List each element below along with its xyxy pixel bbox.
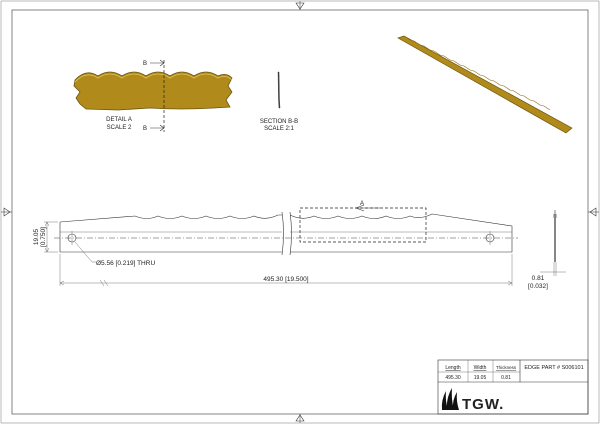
detail-a-edge-highlight (74, 73, 233, 83)
length-arrow-right (507, 280, 513, 286)
isometric-view (397, 35, 573, 134)
break-mark-right (289, 211, 292, 256)
detail-a-scale: SCALE 2 (107, 125, 132, 131)
logo-text: TGW. (462, 396, 504, 413)
section-b-b-view: SECTION B-B SCALE 2:1 (260, 71, 298, 132)
view-label-a: A (360, 201, 364, 207)
front-view-outline-left (59, 214, 282, 253)
tb-value-length: 495.30 (445, 375, 461, 381)
length-dim: 495.30 [19.500] (263, 276, 308, 283)
tb-header-length: Length (445, 365, 461, 371)
height-dim-mm: 19.05 (33, 228, 40, 245)
title-block-frame (437, 359, 589, 415)
cut-letter-top: B (143, 61, 147, 67)
length-arrow-left (59, 280, 65, 286)
section-hatch-2 (278, 83, 280, 87)
iso-blade-teeth (403, 35, 551, 111)
cut-arrow-top (150, 59, 165, 67)
tgw-logo: TGW. (441, 388, 504, 413)
section-scale: SCALE 2:1 (264, 126, 294, 132)
tb-header-width: Width (474, 365, 487, 371)
detail-a-blade (73, 71, 233, 111)
break-mark-left (281, 211, 284, 256)
section-hatch-3 (278, 91, 280, 95)
length-break (99, 279, 109, 287)
dimensions: 19.05 [0.750] Ø5.56 [0.219] THRU 495.30 … (33, 209, 566, 290)
detail-a-boundary (299, 207, 427, 243)
tb-value-width: 19.05 (474, 375, 487, 381)
front-view-outline-right (289, 213, 513, 253)
section-label: SECTION B-B (260, 119, 298, 125)
title-block: Length Width Thickness 495.30 19.05 0.81… (437, 359, 589, 415)
tb-value-thickness: 0.81 (501, 375, 511, 381)
cut-arrow-bottom (150, 124, 165, 132)
tb-header-thickness: Thickness (496, 365, 517, 370)
height-arrow-bottom (44, 247, 50, 253)
cut-letter-bottom: B (143, 126, 147, 132)
logo-flame-1 (441, 391, 448, 410)
view-arrow-a (355, 204, 380, 212)
tb-part-number: EDGE PART # S006101 (524, 365, 583, 371)
logo-flame-3 (452, 392, 459, 410)
detail-a-view: B B DETAIL A SCALE 2 (73, 59, 233, 132)
thickness-dim-in: [0.032] (528, 283, 548, 290)
iso-blade (397, 35, 573, 134)
thickness-dim-mm: 0.81 (532, 275, 545, 282)
section-hatch (278, 75, 280, 79)
height-dim-in: [0.750] (40, 227, 47, 247)
logo-flame-2 (446, 388, 454, 410)
height-arrow-top (44, 221, 50, 227)
side-profile-tip (552, 209, 558, 219)
hole-leader (74, 241, 93, 263)
section-profile (277, 71, 281, 109)
hole-callout: Ø5.56 [0.219] THRU (96, 260, 155, 267)
detail-a-label: DETAIL A (106, 117, 132, 123)
front-view: A (54, 201, 518, 256)
